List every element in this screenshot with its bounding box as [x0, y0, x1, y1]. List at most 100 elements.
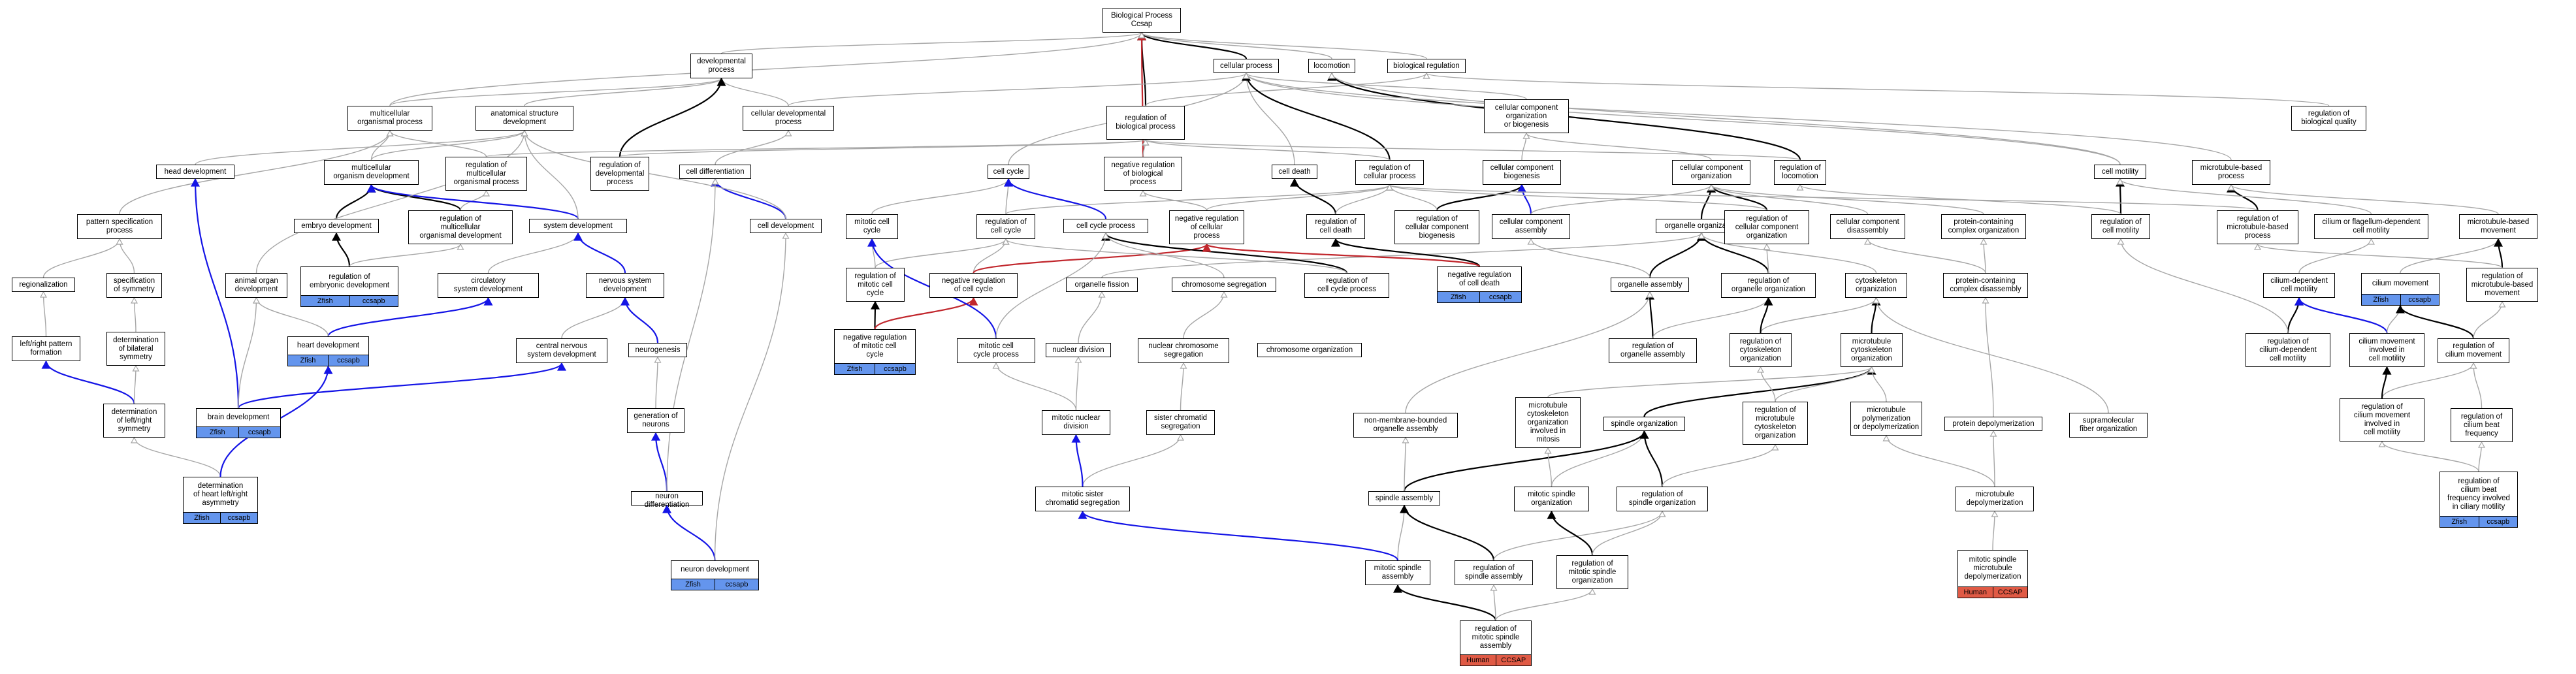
go-term-node[interactable]: cell development — [750, 219, 822, 233]
go-term-node[interactable]: Biological Process Ccsap — [1103, 8, 1181, 33]
go-term-node[interactable]: spindle assembly — [1368, 491, 1440, 506]
go-term-node[interactable]: cellular component assembly — [1492, 214, 1570, 239]
go-term-node[interactable]: regulation of mitotic spindle organizati… — [1556, 555, 1628, 589]
go-term-node[interactable]: nuclear division — [1046, 343, 1111, 357]
go-term-node[interactable]: negative regulation of cellular process — [1169, 210, 1244, 244]
go-term-node[interactable]: regulation of cilium movement involved i… — [2340, 398, 2424, 441]
go-term-node[interactable]: left/right pattern formation — [12, 336, 80, 361]
go-term-node[interactable]: microtubule-based process — [2192, 160, 2270, 185]
go-term-node[interactable]: cellular component biogenesis — [1483, 160, 1561, 185]
go-term-node[interactable]: anatomical structure development — [475, 106, 573, 131]
go-term-node[interactable]: cellular component organization — [1672, 160, 1750, 185]
go-term-node[interactable]: regulation of developmental process — [590, 157, 649, 191]
go-term-node[interactable]: regulation of cell death — [1306, 214, 1365, 239]
go-term-node[interactable]: sister chromatid segregation — [1146, 410, 1215, 435]
go-term-node[interactable]: mitotic sister chromatid segregation — [1035, 487, 1130, 511]
go-term-node[interactable]: microtubule cytoskeleton organization — [1841, 333, 1903, 367]
go-term-node[interactable]: regulation of cell cycle — [976, 214, 1035, 239]
go-term-node[interactable]: pattern specification process — [77, 214, 162, 239]
go-term-node[interactable]: microtubule depolymerization — [1956, 487, 2034, 511]
go-term-node[interactable]: locomotion — [1308, 59, 1355, 73]
go-term-node[interactable]: regulation of mitotic cell cycle — [846, 268, 905, 302]
go-term-node[interactable]: microtubule polymerization or depolymeri… — [1850, 402, 1922, 436]
go-term-node[interactable]: regulation of microtubule-based process — [2217, 210, 2298, 244]
go-term-node[interactable]: cellular component organization or bioge… — [1484, 99, 1569, 133]
go-term-node[interactable]: regulation of cellular component organiz… — [1724, 210, 1809, 244]
go-term-node[interactable]: mitotic spindle assembly — [1365, 560, 1430, 585]
go-term-node[interactable]: cell differentiation — [679, 165, 751, 179]
go-term-node[interactable]: cell death — [1272, 165, 1317, 179]
go-term-node[interactable]: regulation of organelle organization — [1721, 273, 1816, 298]
go-term-node[interactable]: head development — [156, 165, 234, 179]
go-term-node[interactable]: specification of symmetry — [106, 273, 162, 298]
go-term-node[interactable]: determination of heart left/right asymme… — [183, 477, 258, 524]
go-term-node[interactable]: regulation of multicellular organismal d… — [408, 210, 513, 244]
go-term-node[interactable]: regulation of microtubule-based movement — [2466, 268, 2538, 302]
go-term-node[interactable]: cilium movement involved in cell motilit… — [2349, 333, 2424, 367]
go-term-node[interactable]: mitotic nuclear division — [1042, 410, 1110, 435]
go-term-node[interactable]: supramolecular fiber organization — [2069, 413, 2148, 438]
go-term-node[interactable]: regulation of locomotion — [1774, 160, 1826, 185]
go-term-node[interactable]: cellular process — [1214, 59, 1279, 73]
go-term-node[interactable]: cell cycle process — [1063, 219, 1148, 233]
go-term-node[interactable]: regulation of cytoskeleton organization — [1730, 333, 1792, 367]
go-term-node[interactable]: cellular component disassembly — [1830, 214, 1905, 239]
go-term-node[interactable]: animal organ development — [225, 273, 287, 298]
go-term-node[interactable]: negative regulation of mitotic cell cycl… — [834, 329, 916, 375]
go-term-node[interactable]: microtubule-based movement — [2459, 214, 2537, 239]
go-term-node[interactable]: determination of bilateral symmetry — [106, 332, 165, 366]
go-term-node[interactable]: microtubule cytoskeleton organization in… — [1515, 397, 1581, 448]
go-term-node[interactable]: regulation of biological process — [1106, 106, 1185, 140]
go-term-node[interactable]: negative regulation of biological proces… — [1104, 157, 1182, 191]
go-term-node[interactable]: nuclear chromosome segregation — [1138, 338, 1229, 363]
go-term-node[interactable]: neuron differentiation — [631, 491, 703, 509]
go-term-node[interactable]: regulation of cilium beat frequency invo… — [2439, 472, 2518, 528]
go-term-node[interactable]: regulation of spindle organization — [1617, 487, 1708, 511]
go-term-node[interactable]: mitotic cell cycle — [846, 214, 898, 239]
go-term-node[interactable]: regionalization — [12, 278, 75, 292]
go-term-node[interactable]: biological regulation — [1387, 59, 1466, 73]
go-term-node[interactable]: chromosome organization — [1257, 343, 1362, 357]
go-term-node[interactable]: organelle fission — [1066, 278, 1138, 292]
go-term-node[interactable]: chromosome segregation — [1172, 278, 1276, 292]
go-term-node[interactable]: regulation of cell cycle process — [1304, 273, 1389, 298]
go-term-node[interactable]: cytoskeleton organization — [1845, 273, 1907, 298]
go-term-node[interactable]: circulatory system development — [438, 273, 539, 298]
go-term-node[interactable]: negative regulation of cell cycle — [929, 273, 1018, 298]
go-term-node[interactable]: spindle organization — [1603, 417, 1685, 431]
go-term-node[interactable]: non-membrane-bounded organelle assembly — [1353, 413, 1458, 438]
go-term-node[interactable]: regulation of cellular process — [1355, 160, 1424, 185]
go-term-node[interactable]: developmental process — [690, 54, 752, 78]
go-term-node[interactable]: system development — [529, 219, 627, 233]
go-term-node[interactable]: embryo development — [294, 219, 379, 233]
go-term-node[interactable]: regulation of cilium beat frequency — [2451, 408, 2513, 442]
go-term-node[interactable]: protein-containing complex organization — [1941, 214, 2026, 239]
go-term-node[interactable]: multicellular organismal process — [347, 106, 432, 131]
go-term-node[interactable]: protein depolymerization — [1944, 417, 2042, 431]
go-term-node[interactable]: determination of left/right symmetry — [103, 404, 165, 438]
go-term-node[interactable]: nervous system development — [586, 273, 664, 298]
go-term-node[interactable]: mitotic spindle microtubule depolymeriza… — [1957, 550, 2028, 598]
go-term-node[interactable]: cell cycle — [988, 165, 1029, 179]
go-term-node[interactable]: neurogenesis — [628, 343, 687, 357]
go-term-node[interactable]: regulation of organelle assembly — [1609, 338, 1697, 363]
go-term-node[interactable]: mitotic spindle organization — [1514, 487, 1589, 511]
go-term-node[interactable]: regulation of spindle assembly — [1455, 560, 1533, 585]
go-term-node[interactable]: regulation of cell motility — [2091, 214, 2150, 239]
go-term-node[interactable]: cell motility — [2094, 165, 2146, 179]
go-term-node[interactable]: regulation of cilium-dependent cell moti… — [2246, 333, 2330, 367]
go-term-node[interactable]: central nervous system development — [516, 338, 607, 363]
go-term-node[interactable]: regulation of microtubule cytoskeleton o… — [1743, 402, 1808, 445]
go-term-node[interactable]: cilium-dependent cell motility — [2263, 273, 2335, 298]
go-term-node[interactable]: regulation of cellular component biogene… — [1394, 210, 1479, 244]
go-term-node[interactable]: cellular developmental process — [743, 106, 834, 131]
go-term-node[interactable]: protein-containing complex disassembly — [1943, 273, 2028, 298]
go-term-node[interactable]: cilium or flagellum-dependent cell motil… — [2314, 214, 2428, 239]
go-term-node[interactable]: organelle assembly — [1611, 278, 1689, 292]
